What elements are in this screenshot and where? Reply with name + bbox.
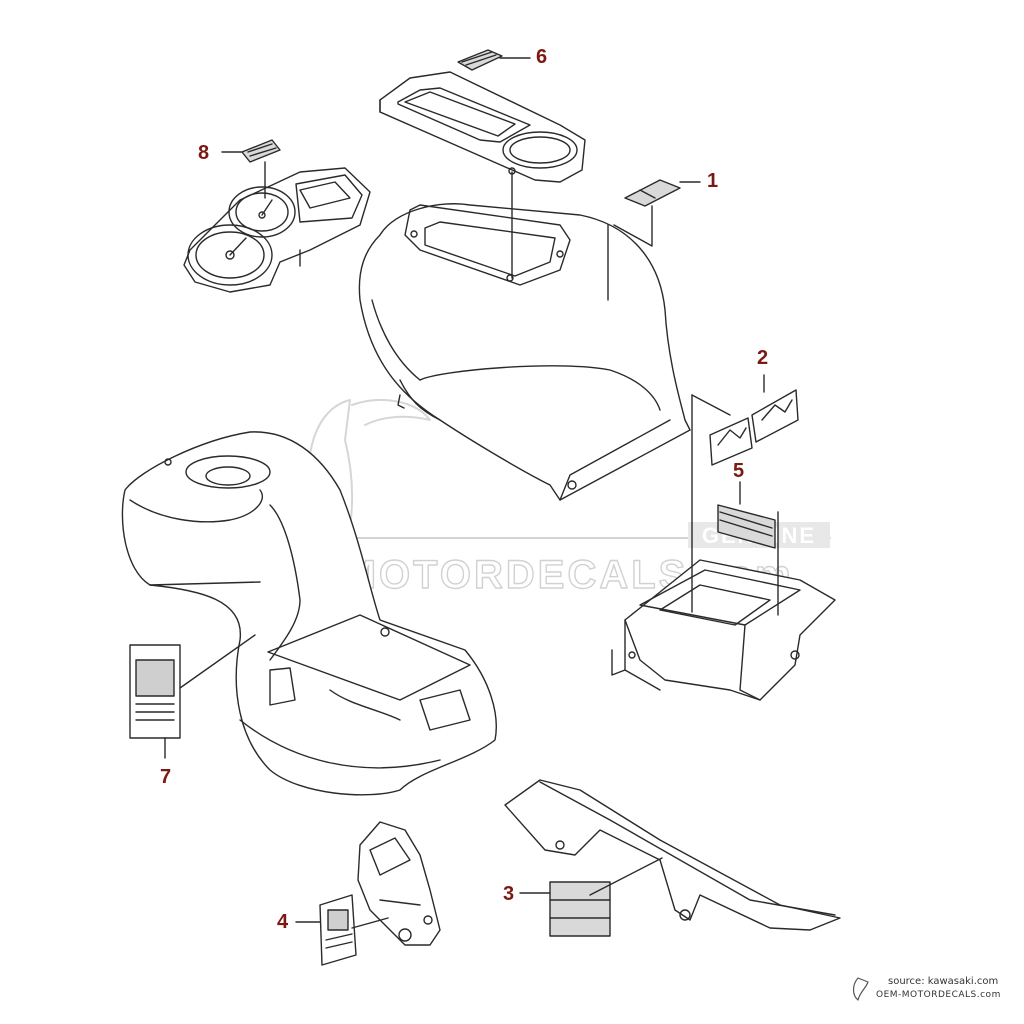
leader-8 <box>221 151 266 199</box>
decal-1 <box>624 179 681 207</box>
callout-4: 4 <box>277 911 289 933</box>
part-seat-cowl <box>121 431 497 796</box>
credit-source: source: kawasaki.com <box>888 976 999 987</box>
decal-4 <box>319 894 357 966</box>
decal-8 <box>241 139 281 163</box>
leader-4 <box>295 917 389 929</box>
decal-3 <box>549 881 611 937</box>
callout-1: 1 <box>707 170 719 192</box>
part-tank-cover <box>379 71 586 183</box>
callout-2: 2 <box>757 347 769 369</box>
leader-1 <box>613 181 701 247</box>
callout-8: 8 <box>198 142 210 164</box>
decal-7 <box>129 644 181 739</box>
part-bracket <box>357 821 441 946</box>
flame-logo-icon <box>852 977 869 1001</box>
callout-3: 3 <box>503 883 515 905</box>
decal-2 <box>709 389 799 466</box>
part-chain-cover <box>504 779 841 931</box>
leader-7 <box>164 634 256 759</box>
callout-6: 6 <box>536 46 548 68</box>
callout-5: 5 <box>733 460 745 482</box>
decal-6 <box>457 49 503 71</box>
leader-2 <box>691 374 765 416</box>
callout-7: 7 <box>160 766 172 788</box>
part-battery-tray <box>611 394 836 701</box>
credit-site: OEM-MOTORDECALS.com <box>876 990 1001 1000</box>
decal-5 <box>717 504 776 549</box>
part-meter-cluster <box>183 167 371 293</box>
leader-3 <box>519 857 663 896</box>
part-fuel-tank <box>358 167 691 501</box>
